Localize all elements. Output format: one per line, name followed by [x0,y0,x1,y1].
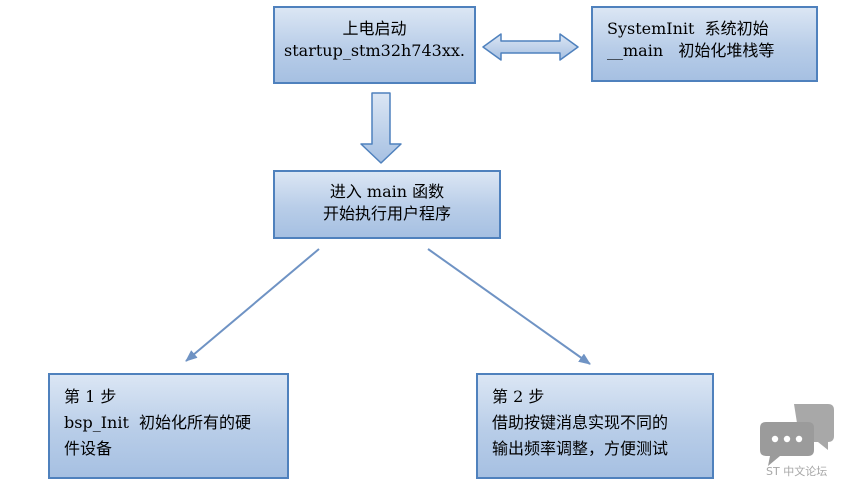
step-1-box-line-3: 件设备 [64,439,113,458]
system-init-box: SystemInit 系统初始 __main 初始化堆栈等 [591,6,818,82]
main-entry-box: 进入 main 函数 开始执行用户程序 [273,170,501,239]
startup-box: 上电启动 startup_stm32h743xx. [273,6,476,84]
system-init-box-line-2: __main 初始化堆栈等 [607,41,775,60]
main-entry-box-line-1: 进入 main 函数 [329,182,445,201]
step-1-box-title: 第 1 步 [64,387,117,406]
connector-to-step-1 [185,248,320,362]
double-arrow-icon [482,33,579,61]
step-1-box: 第 1 步 bsp_Init 初始化所有的硬 件设备 [48,373,289,479]
step-2-box-title: 第 2 步 [492,387,545,406]
main-entry-box-line-2: 开始执行用户程序 [322,204,451,223]
step-2-box: 第 2 步 借助按键消息实现不同的 输出频率调整，方便测试 [476,373,714,479]
watermark-label: ST 中文论坛 [766,465,828,478]
down-arrow-icon [360,92,402,164]
connector-to-step-2 [427,248,591,365]
step-2-box-line-2: 借助按键消息实现不同的 [492,413,669,432]
chat-bubbles-icon [760,404,834,466]
step-2-box-line-3: 输出频率调整，方便测试 [492,439,669,458]
step-1-box-line-2: bsp_Init 初始化所有的硬 [64,413,252,432]
startup-box-line-1: 上电启动 [342,19,407,38]
startup-box-line-2: startup_stm32h743xx. [284,41,465,60]
system-init-box-line-1: SystemInit 系统初始 [607,19,769,38]
